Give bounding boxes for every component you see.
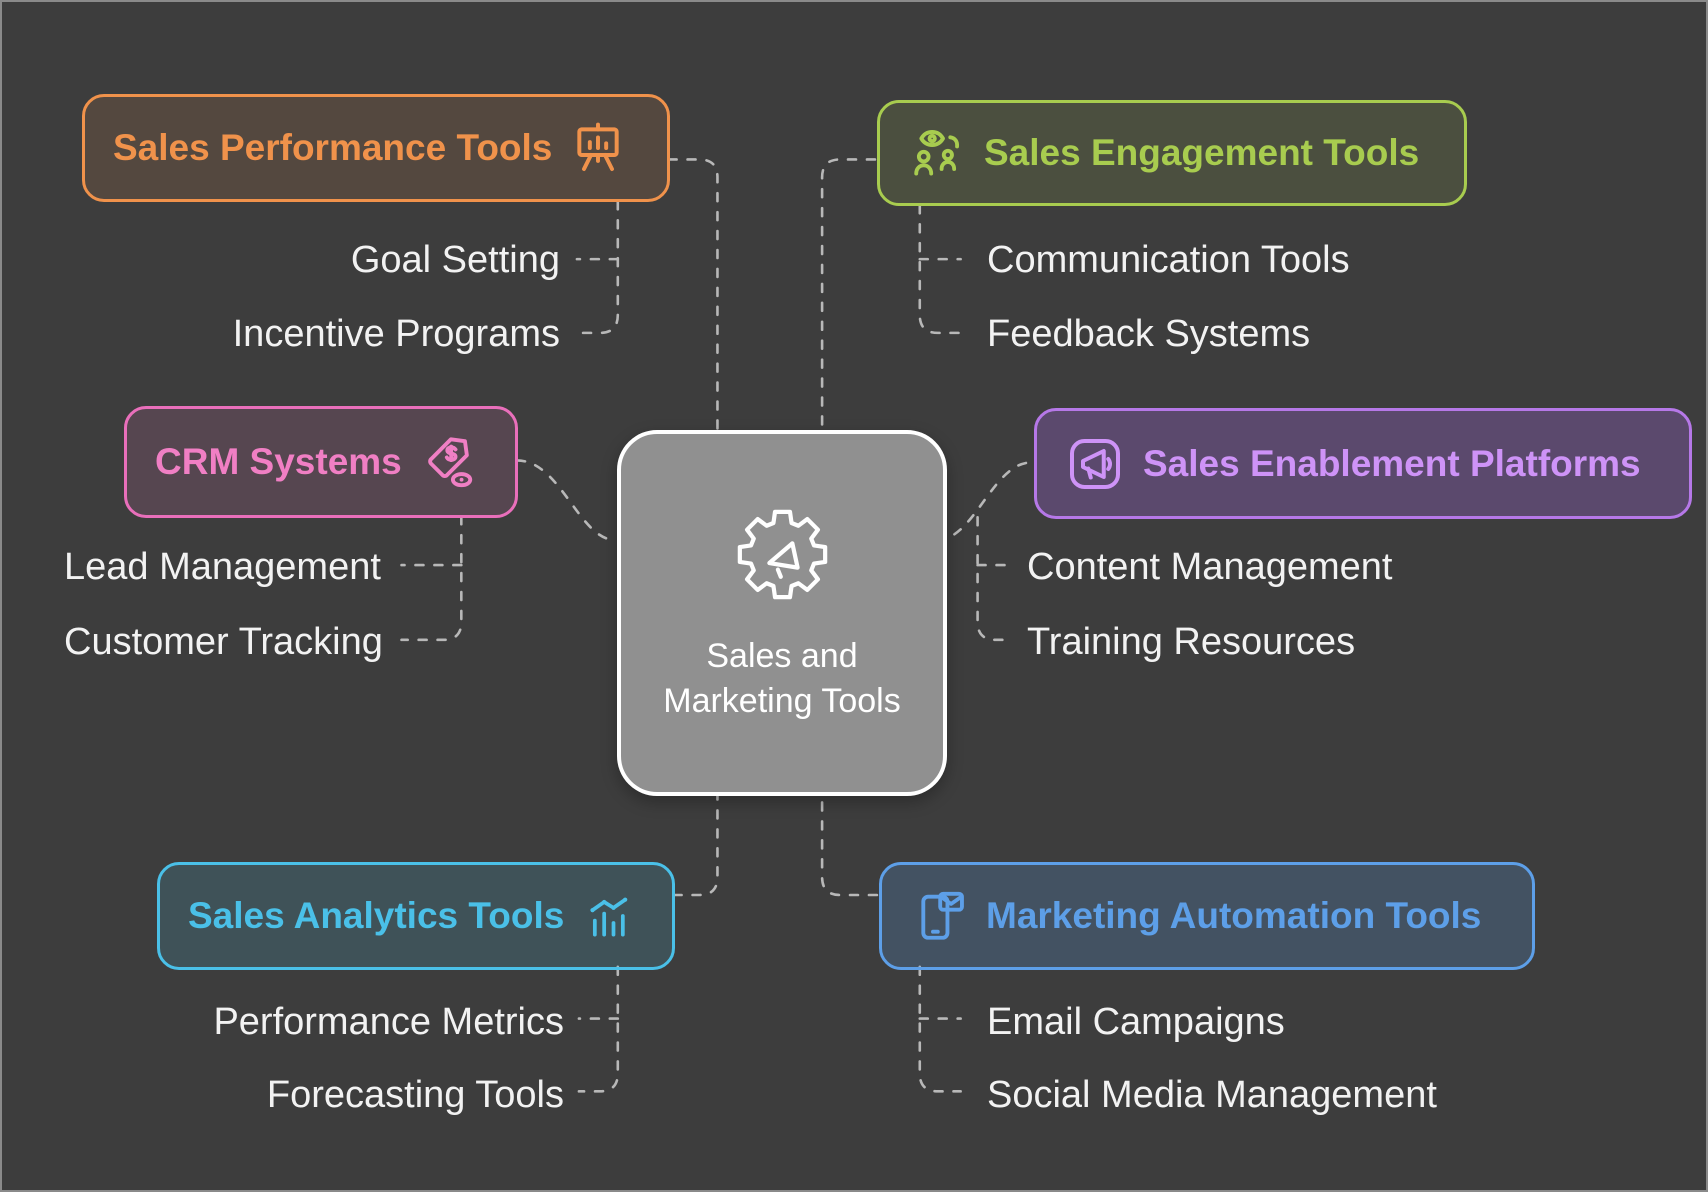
connector-center-sales-engagement [820,158,877,430]
connector-center-enablement [935,461,1033,542]
connector-engagement-children [918,204,962,335]
price-tag-eye-icon [420,433,478,491]
child-customer-tracking: Customer Tracking [64,621,383,663]
presentation-chart-icon [570,120,626,176]
branch-sales-engagement-tools: Sales Engagement Tools [877,100,1467,206]
gear-megaphone-icon [730,502,835,612]
connector-center-crm [515,459,618,542]
connector-center-analytics [672,784,719,897]
child-lead-management: Lead Management [64,546,381,588]
child-forecasting-tools: Forecasting Tools [266,1074,564,1116]
connector-marketing-children [918,965,962,1093]
child-goal-setting: Goal Setting [350,239,560,281]
branch-label: CRM Systems [155,441,402,482]
branch-crm-systems: CRM Systems [124,406,518,518]
connector-analytics-children [577,965,620,1093]
connector-enablement-children [976,515,1009,642]
connector-center-sales-performance [667,158,719,430]
center-node-title: Sales and Marketing Tools [663,637,901,720]
child-performance-metrics: Performance Metrics [213,1001,564,1043]
branch-label: Sales Engagement Tools [984,132,1420,173]
branch-sales-enablement-platforms: Sales Enablement Platforms [1034,408,1692,519]
branch-label: Sales Enablement Platforms [1143,442,1641,484]
child-incentive-programs: Incentive Programs [232,313,560,355]
megaphone-badge-icon [1065,434,1125,494]
branch-label: Sales Analytics Tools [188,895,565,936]
connector-crm-children [400,514,463,642]
connector-performance-children [575,200,620,335]
child-email-campaigns: Email Campaigns [987,1001,1285,1043]
branch-sales-analytics-tools: Sales Analytics Tools [157,862,675,970]
center-node-sales-and-marketing-tools: Sales and Marketing Tools [617,430,947,796]
phone-mail-icon [910,887,968,945]
branch-label: Marketing Automation Tools [986,895,1482,936]
child-communication-tools: Communication Tools [987,239,1350,281]
child-training-resources: Training Resources [1027,621,1356,663]
child-social-media-management: Social Media Management [987,1074,1437,1116]
people-eye-icon [908,124,966,182]
branch-marketing-automation-tools: Marketing Automation Tools [879,862,1535,970]
child-content-management: Content Management [1027,546,1393,588]
connector-center-marketing [820,784,879,897]
child-feedback-systems: Feedback Systems [987,313,1311,355]
branch-label: Sales Performance Tools [113,127,553,168]
branch-sales-performance-tools: Sales Performance Tools [82,94,670,202]
bar-line-chart-icon [582,888,638,944]
